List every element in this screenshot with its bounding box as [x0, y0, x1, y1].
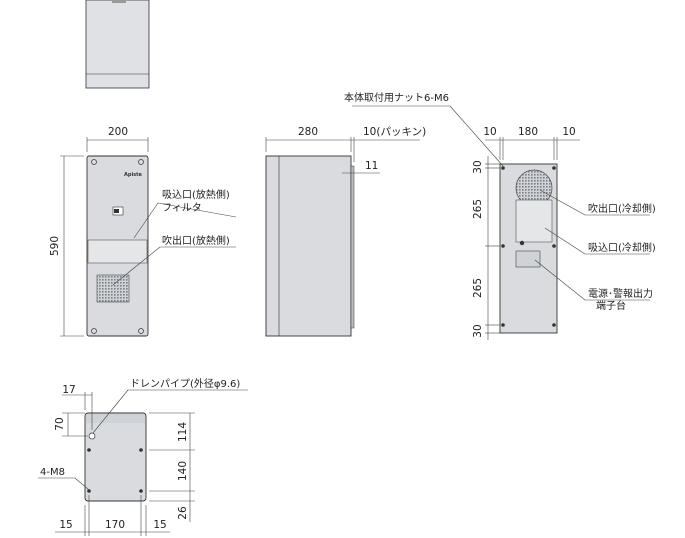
dim-rear-margin-left: 10	[483, 126, 496, 138]
filter-panel	[87, 239, 148, 264]
bottom-view	[84, 412, 147, 502]
dim-rear-upper: 265	[472, 199, 484, 219]
label-power-alarm-2: 端子台	[596, 299, 626, 312]
top-view	[85, 0, 150, 89]
rear-view	[499, 163, 558, 334]
label-exhaust-cold: 吹出口(冷却側)	[588, 202, 656, 215]
label-filter: フィルタ	[162, 202, 202, 214]
dim-bottom-pitch: 170	[105, 519, 125, 531]
label-exhaust-hot: 吹出口(放熱側)	[162, 234, 230, 247]
dim-bottom-margin-right: 15	[153, 519, 166, 531]
dim-gasket: 10(パッキン)	[363, 126, 426, 138]
dim-front-width: 200	[108, 126, 128, 138]
terminal-block	[515, 250, 541, 268]
dim-bottom-upper: 114	[177, 422, 189, 442]
rear-dimensions	[352, 105, 650, 340]
label-intake-hot: 吸込口(放熱側)	[162, 188, 230, 201]
dim-drain-offset-x: 17	[62, 384, 75, 396]
side-view	[265, 155, 355, 337]
dim-rear-margin-right: 10	[562, 126, 575, 138]
drain-pipe	[88, 432, 96, 440]
dim-side-offset: 11	[365, 160, 378, 172]
dim-rear-lower: 265	[472, 278, 484, 298]
dim-rear-bottom: 30	[472, 324, 484, 337]
front-dimensions	[60, 137, 237, 337]
label-intake-cold: 吸込口(冷却側)	[588, 241, 656, 254]
label-screw: 4-M8	[40, 467, 65, 478]
dim-drain-offset-y: 70	[54, 417, 66, 430]
brand-mark: Apiste	[124, 172, 143, 178]
gasket	[350, 165, 355, 329]
label-power-alarm-1: 電源･警報出力	[588, 287, 653, 300]
dim-height: 590	[49, 236, 61, 256]
dim-side-depth: 280	[298, 126, 318, 138]
side-dimensions	[265, 137, 420, 174]
label-mount-nut: 本体取付用ナット6-M6	[344, 91, 449, 104]
dim-bottom-edge: 26	[177, 506, 189, 520]
front-view: Apiste	[86, 155, 149, 337]
dim-bottom-lower: 140	[177, 461, 189, 481]
label-drain-pipe: ドレンパイプ(外径φ9.6)	[130, 377, 240, 390]
bottom-dimensions	[38, 389, 248, 536]
exhaust-grill	[96, 274, 130, 303]
dim-rear-pitch: 180	[518, 126, 538, 138]
dim-bottom-margin-left: 15	[59, 519, 72, 531]
dim-rear-top: 30	[472, 160, 484, 173]
